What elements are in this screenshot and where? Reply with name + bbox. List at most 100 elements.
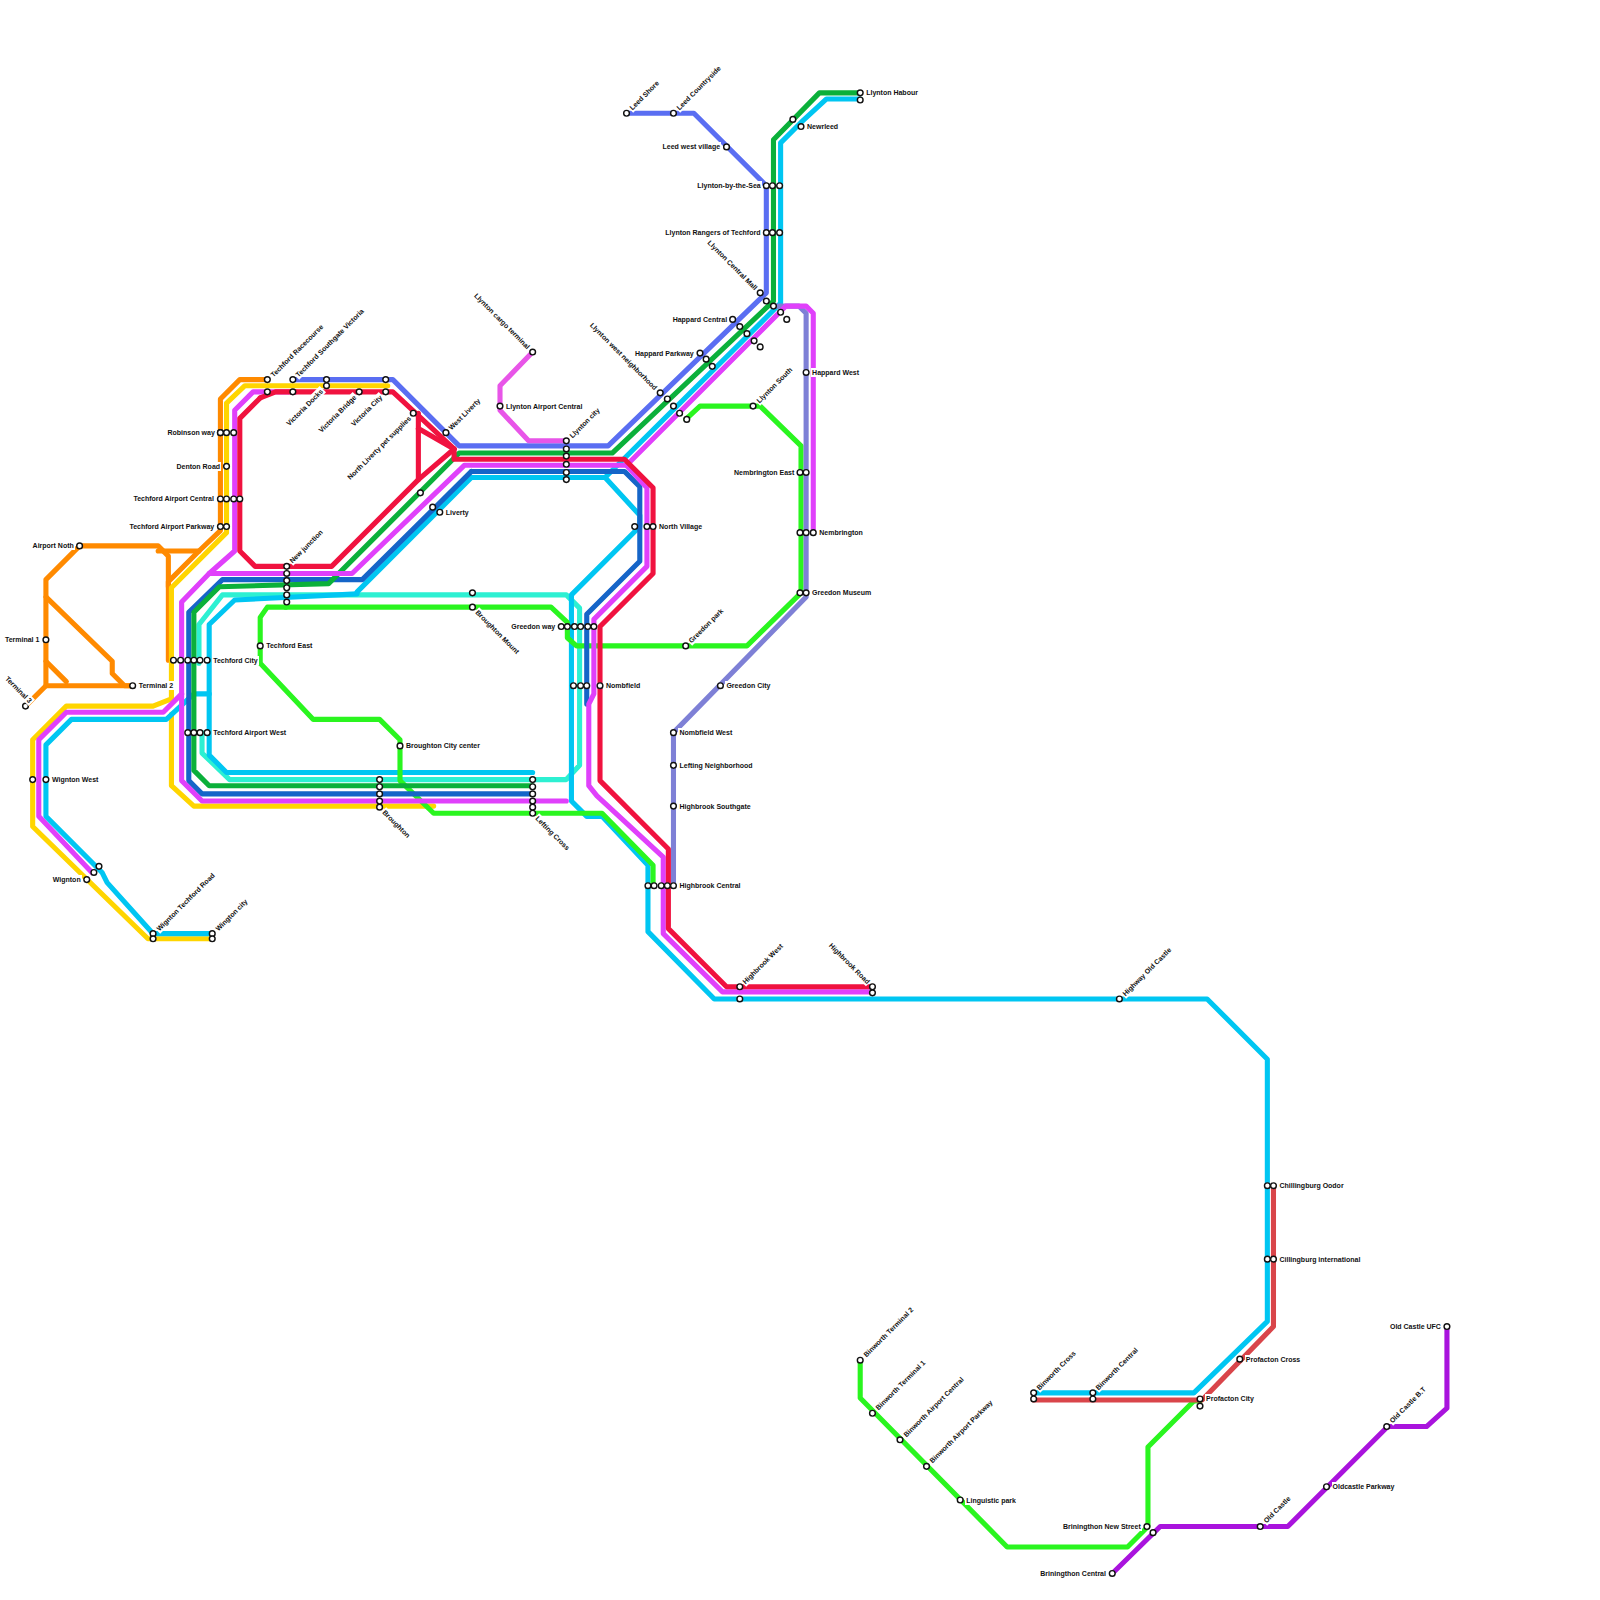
station-label: Airport Noth: [32, 541, 75, 550]
station-dot: [671, 762, 677, 768]
station-label: West Liverty: [446, 395, 483, 432]
route-line: [26, 546, 80, 706]
station-label: Techford City: [212, 656, 259, 665]
station-label: Binworth Central: [1093, 1345, 1141, 1393]
station-label: Greedon City: [725, 681, 771, 690]
route-line: [158, 548, 199, 553]
station-dot: [1264, 1183, 1270, 1189]
station-dot: [377, 784, 383, 790]
station-dot: [264, 377, 270, 383]
station-label: Leed west village: [662, 142, 722, 151]
station-dot: [563, 477, 569, 483]
station-dot: [91, 870, 97, 876]
station-dot: [224, 524, 230, 530]
station-label: Terminal 3: [3, 674, 35, 706]
station-dot: [96, 863, 102, 869]
station-dot: [624, 110, 630, 116]
station-dot: [870, 990, 876, 996]
station-label: Profacton City: [1205, 1394, 1255, 1403]
station-dot: [697, 350, 703, 356]
station-dot: [803, 470, 809, 476]
route-line: [454, 449, 872, 987]
station-label: Terminal 1: [4, 635, 41, 644]
station-dot: [1117, 996, 1123, 1002]
route-line: [80, 546, 169, 587]
station-dot: [763, 298, 769, 304]
station-dot: [571, 683, 577, 689]
station-dot: [684, 417, 690, 423]
route-line: [240, 398, 454, 566]
station-dot: [497, 403, 503, 409]
station-label: Nombfield: [605, 681, 641, 690]
station-dot: [584, 683, 590, 689]
station-dot: [757, 290, 763, 296]
station-dot: [430, 504, 436, 510]
station-dot: [651, 883, 657, 889]
station-dot: [290, 377, 296, 383]
station-dot: [797, 470, 803, 476]
station-dot: [563, 461, 569, 467]
station-dot: [197, 730, 203, 736]
station-label: Old Castle UFC: [1389, 1322, 1442, 1331]
station-dot: [578, 624, 584, 630]
station-dot: [677, 410, 683, 416]
route-line: [39, 694, 182, 873]
station-label: Techford Airport Parkway: [128, 522, 215, 531]
route-line: [416, 413, 421, 479]
station-dot: [644, 524, 650, 530]
station-dot: [191, 657, 197, 663]
station-dot: [257, 643, 263, 649]
station-dot: [857, 97, 863, 103]
station-dot: [383, 389, 389, 395]
station-dot: [572, 624, 578, 630]
station-dot: [671, 403, 677, 409]
station-label: Linguistic park: [965, 1496, 1017, 1505]
station-dot: [737, 984, 743, 990]
station-dot: [1150, 1530, 1156, 1536]
station-dot: [797, 530, 803, 536]
station-label: Oldcastle Parkway: [1332, 1482, 1396, 1491]
station-dot: [563, 470, 569, 476]
station-dot: [383, 377, 389, 383]
station-dot: [185, 730, 191, 736]
station-label: Cillingburg international: [1278, 1255, 1361, 1264]
station-label: Wignton: [52, 875, 82, 884]
station-dot: [1384, 1424, 1390, 1430]
station-dot: [870, 1410, 876, 1416]
station-dot: [377, 791, 383, 797]
station-dot: [530, 777, 536, 783]
station-dot: [1237, 1356, 1243, 1362]
station-dot: [857, 1357, 863, 1363]
station-dot: [224, 463, 230, 469]
route-line: [357, 99, 860, 592]
station-dot: [377, 804, 383, 810]
station-dot: [750, 403, 756, 409]
station-dot: [443, 430, 449, 436]
station-dot: [530, 791, 536, 797]
station-dot: [803, 590, 809, 596]
station-label: North Village: [658, 522, 703, 531]
station-dot: [1090, 1390, 1096, 1396]
station-label: Techford Airport Central: [132, 494, 215, 503]
station-dot: [218, 524, 224, 530]
station-dot: [290, 389, 296, 395]
station-dot: [778, 309, 784, 315]
station-label: Wignton West: [51, 775, 99, 784]
station-dot: [209, 936, 215, 942]
station-dot: [324, 377, 330, 383]
station-dot: [645, 883, 651, 889]
station-label: Highbrook Central: [678, 881, 741, 890]
station-dot: [530, 810, 536, 816]
station-dot: [777, 183, 783, 189]
station-label: Victoria Bridge: [316, 392, 359, 435]
station-dot: [530, 349, 536, 355]
route-line: [860, 1360, 1200, 1547]
route-line: [46, 661, 66, 681]
station-dot: [683, 643, 689, 649]
station-dot: [798, 124, 804, 130]
station-dot: [356, 389, 362, 395]
station-dot: [724, 144, 730, 150]
station-dot: [737, 996, 743, 1002]
station-dot: [957, 1497, 963, 1503]
